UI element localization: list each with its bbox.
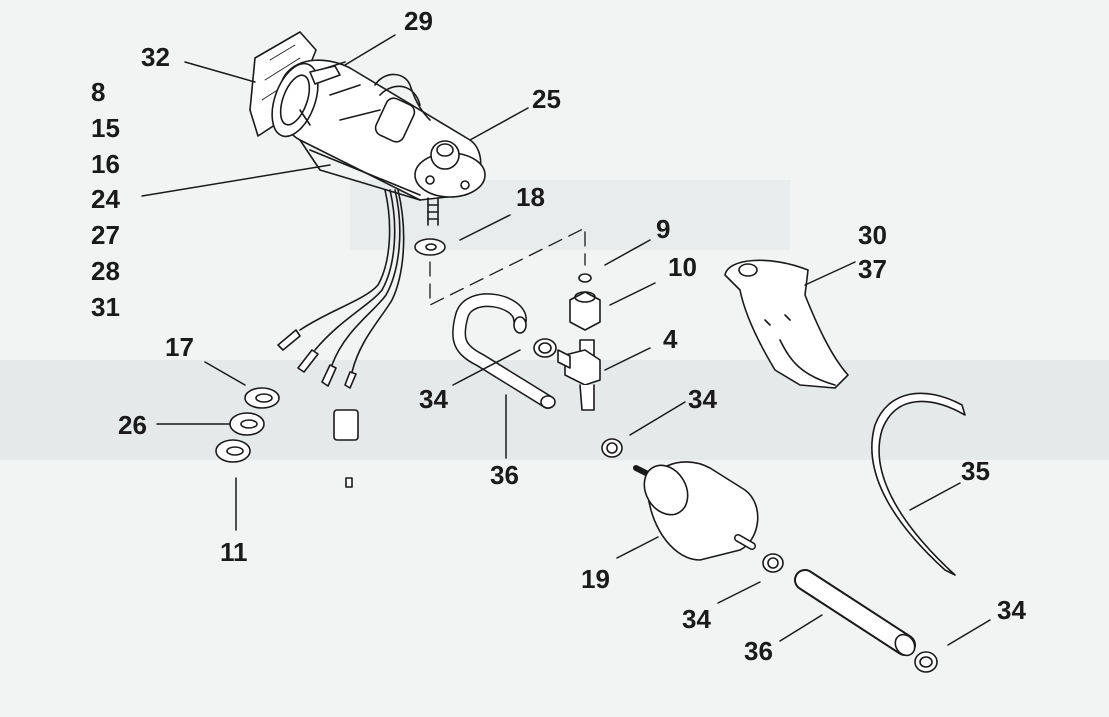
callout-24: 24	[91, 184, 120, 215]
callout-29: 29	[404, 6, 433, 36]
pump-bracket-part	[724, 259, 849, 389]
fitting-nut-part	[569, 291, 601, 331]
callout-26: 26	[118, 410, 147, 440]
callout-30: 30	[858, 220, 887, 250]
callout-16: 16	[91, 148, 120, 179]
callout-34: 34	[682, 604, 711, 634]
callout-10: 10	[668, 252, 697, 282]
callout-stack: 8 15 16 24 27 28 31	[91, 75, 120, 326]
callout-27: 27	[91, 220, 120, 251]
o-ring-part	[578, 273, 592, 283]
callout-11: 11	[220, 537, 248, 567]
callout-25: 25	[532, 84, 561, 114]
callout-34: 34	[997, 595, 1026, 625]
washer-stack	[215, 387, 280, 463]
fuel-filter-part	[633, 461, 759, 561]
strap-part	[871, 392, 966, 576]
assembly-line	[429, 227, 586, 306]
hose-clamp-part	[914, 651, 938, 673]
callout-19: 19	[581, 564, 610, 594]
callout-36: 36	[744, 636, 773, 666]
callout-34: 34	[688, 384, 717, 414]
callout-18: 18	[516, 182, 545, 212]
connector-part	[333, 409, 359, 441]
washer-part	[414, 238, 446, 256]
callout-17: 17	[165, 332, 194, 362]
callout-36: 36	[490, 460, 519, 490]
callout-31: 31	[91, 291, 120, 322]
fuel-pump-assembly	[271, 59, 486, 226]
callout-35: 35	[961, 456, 990, 486]
callout-28: 28	[91, 255, 120, 286]
callout-37: 37	[858, 254, 887, 284]
callout-8: 8	[91, 77, 106, 107]
callout-4: 4	[663, 324, 678, 354]
callout-9: 9	[656, 214, 671, 244]
clip-part	[345, 477, 353, 488]
tee-fitting-part	[557, 339, 601, 411]
wire-harness	[277, 189, 405, 389]
hose-clamp-part	[533, 338, 557, 358]
callout-15: 15	[91, 112, 120, 143]
hose-clamp-part	[762, 553, 784, 573]
hose-clamp-part	[601, 438, 623, 458]
callout-34: 34	[419, 384, 448, 414]
callout-32: 32	[141, 42, 170, 72]
